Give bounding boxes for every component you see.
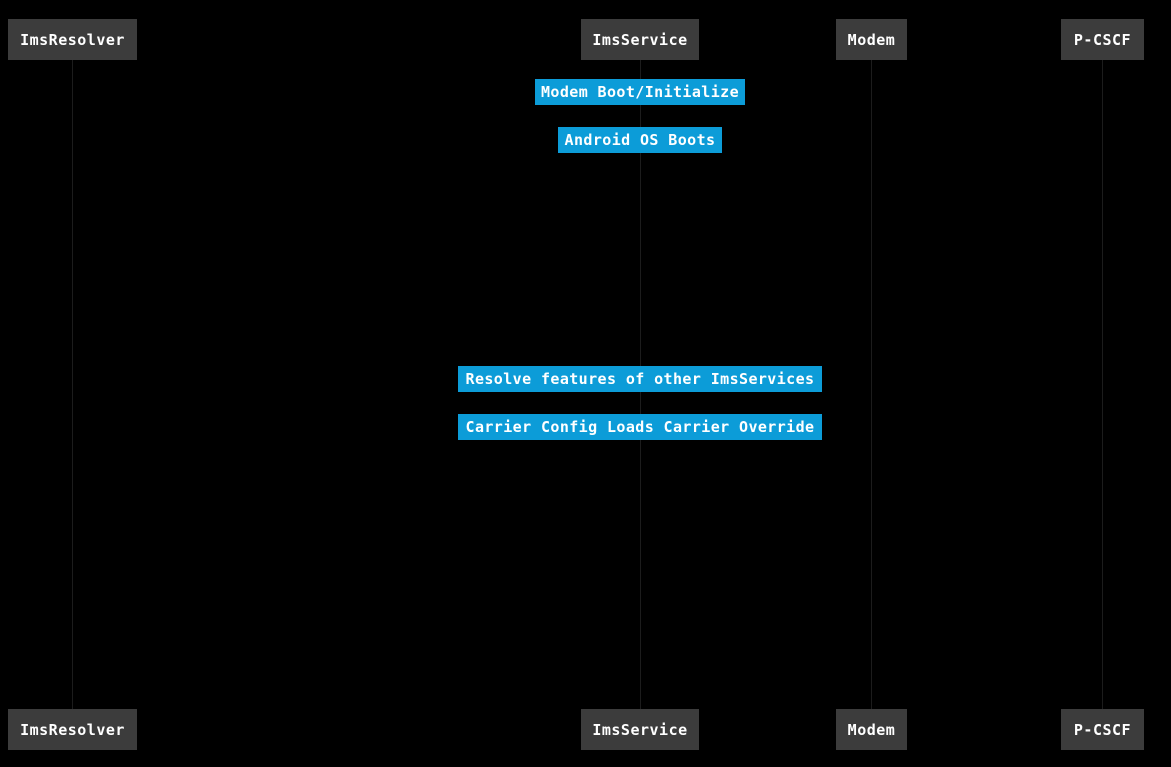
participant-label: ImsResolver [20,30,125,49]
participant-modem[interactable]: Modem [836,709,907,750]
participant-p-cscf[interactable]: P-CSCF [1061,709,1144,750]
lifeline-imsresolver [72,60,73,709]
participant-label: ImsService [592,30,688,49]
participant-imsresolver[interactable]: ImsResolver [8,19,137,60]
participant-label: P-CSCF [1073,720,1132,739]
participant-imsservice[interactable]: ImsService [581,19,699,60]
participant-imsservice[interactable]: ImsService [581,709,699,750]
participant-modem[interactable]: Modem [836,19,907,60]
note-modem-boot-initialize[interactable]: Modem Boot/Initialize [535,79,745,105]
lifeline-p-cscf [1102,60,1103,709]
participant-label: Modem [847,30,896,49]
participant-label: P-CSCF [1073,30,1132,49]
participant-label: Modem [847,720,896,739]
note-android-os-boots[interactable]: Android OS Boots [558,127,722,153]
note-resolve-features-of-other-imsservices[interactable]: Resolve features of other ImsServices [458,366,822,392]
participant-imsresolver[interactable]: ImsResolver [8,709,137,750]
lifeline-modem [871,60,872,709]
note-label: Android OS Boots [564,131,716,149]
note-label: Carrier Config Loads Carrier Override [465,418,815,436]
note-carrier-config-loads-carrier-override[interactable]: Carrier Config Loads Carrier Override [458,414,822,440]
participant-label: ImsService [592,720,688,739]
participant-p-cscf[interactable]: P-CSCF [1061,19,1144,60]
note-label: Resolve features of other ImsServices [465,370,815,388]
note-label: Modem Boot/Initialize [540,83,740,101]
participant-label: ImsResolver [20,720,125,739]
